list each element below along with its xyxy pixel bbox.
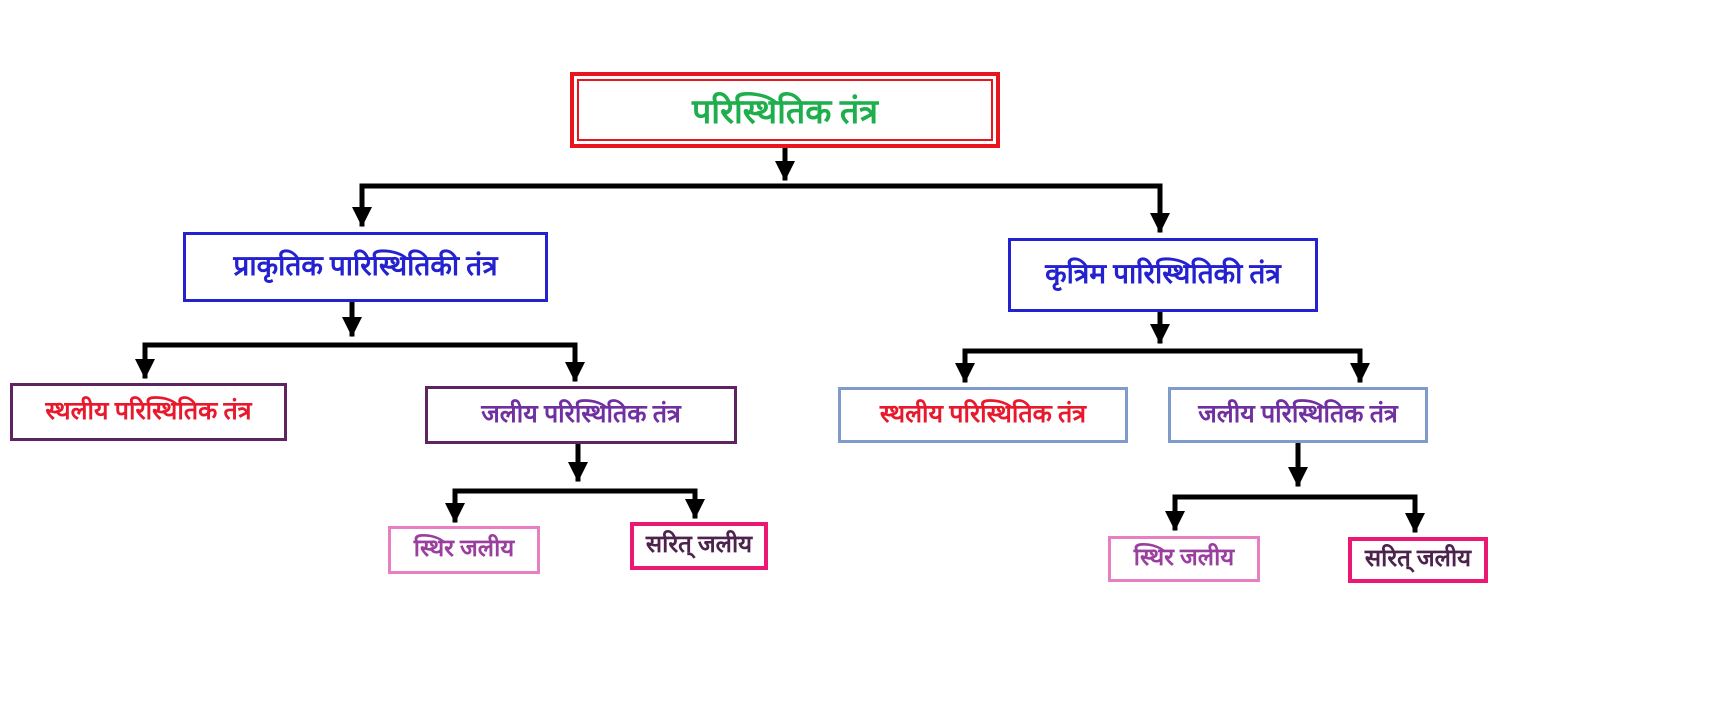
node-natural-ecosystem: प्राकृतिक पारिस्थितिकी तंत्र — [183, 232, 548, 302]
node-artificial-aquatic: जलीय परिस्थितिक तंत्र — [1168, 387, 1428, 443]
node-label: जलीय परिस्थितिक तंत्र — [481, 400, 681, 428]
node-ecosystem-root-inner: परिस्थितिक तंत्र — [577, 79, 993, 141]
node-label: स्थिर जलीय — [413, 536, 515, 563]
node-artificial-terrestrial: स्थलीय परिस्थितिक तंत्र — [838, 387, 1128, 443]
node-label: कृत्रिम पारिस्थितिकी तंत्र — [1045, 258, 1281, 290]
node-label: सरित् जलीय — [1364, 546, 1472, 573]
node-artificial-ecosystem: कृत्रिम पारिस्थितिकी तंत्र — [1008, 238, 1318, 312]
node-label: प्राकृतिक पारिस्थितिकी तंत्र — [233, 250, 498, 282]
node-label: जलीय परिस्थितिक तंत्र — [1198, 400, 1398, 428]
connector-natural-aquatic-to-children — [445, 442, 705, 523]
node-ecosystem-root: परिस्थितिक तंत्र — [570, 72, 1000, 148]
node-natural-still-water: स्थिर जलीय — [388, 526, 540, 574]
connector-artificial-to-children — [955, 309, 1370, 383]
node-label: सरित् जलीय — [645, 532, 753, 559]
node-artificial-still-water: स्थिर जलीय — [1108, 536, 1260, 582]
node-natural-flowing-water: सरित् जलीय — [630, 522, 768, 570]
node-label: स्थिर जलीय — [1133, 545, 1235, 572]
connector-natural-to-children — [135, 299, 585, 382]
node-artificial-flowing-water: सरित् जलीय — [1348, 537, 1488, 583]
node-label: स्थलीय परिस्थितिक तंत्र — [45, 397, 252, 425]
node-natural-terrestrial: स्थलीय परिस्थितिक तंत्र — [10, 383, 287, 441]
node-label: स्थलीय परिस्थितिक तंत्र — [879, 400, 1087, 428]
node-label: परिस्थितिक तंत्र — [691, 94, 879, 131]
connector-root-to-level2 — [352, 147, 1170, 233]
node-natural-aquatic: जलीय परिस्थितिक तंत्र — [425, 386, 737, 444]
connector-artificial-aquatic-to-children — [1165, 440, 1425, 533]
